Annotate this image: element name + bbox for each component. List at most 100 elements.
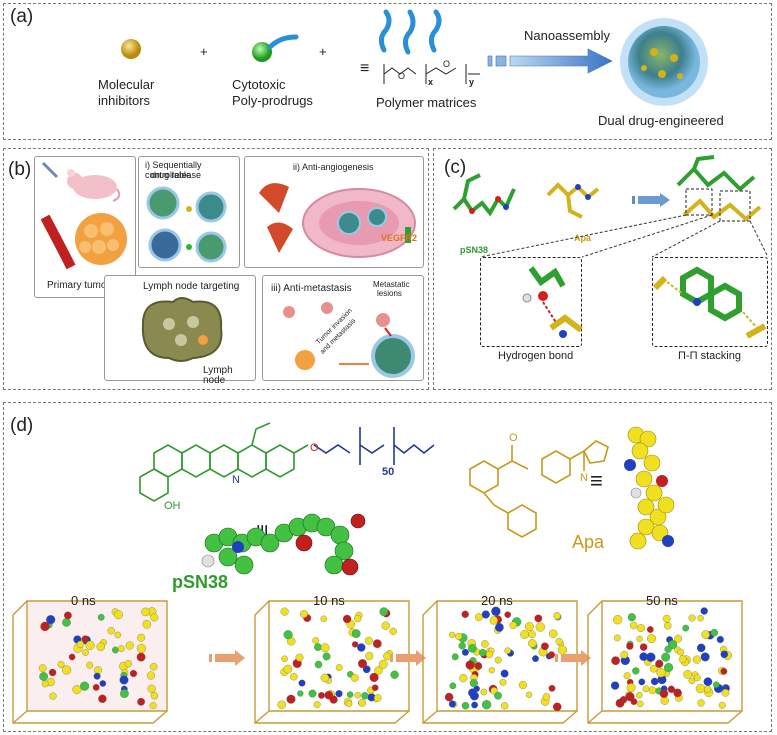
panel-c-label: (c) xyxy=(444,157,467,178)
md-atom xyxy=(710,628,719,637)
panel-a: (a) Molecular inhibitors + Cytotoxic Pol… xyxy=(3,3,772,140)
md-atom xyxy=(62,665,72,675)
md-atom xyxy=(656,668,666,678)
md-atom xyxy=(481,610,490,619)
polymer-chains-icon xyxy=(378,9,442,55)
md-atom xyxy=(136,643,146,653)
md-atom xyxy=(112,646,119,654)
md-atom xyxy=(501,702,509,710)
md-atom xyxy=(82,649,89,656)
cell-illustration xyxy=(259,183,416,258)
md-atom xyxy=(365,651,374,661)
md-atom xyxy=(504,647,511,654)
formula-y: y xyxy=(469,77,475,87)
md-atom xyxy=(136,652,146,662)
psn38-spacefill xyxy=(201,513,366,576)
md-atom xyxy=(93,672,101,680)
md-atom xyxy=(40,621,50,632)
md-atom xyxy=(474,613,483,622)
md-atom xyxy=(528,639,537,648)
md-atom xyxy=(703,677,713,687)
md-atom xyxy=(461,701,470,710)
md-atom xyxy=(638,678,646,686)
md-atom xyxy=(342,614,352,624)
md-frame-label-3: 50 ns xyxy=(646,593,678,608)
equiv-apa: ≡ xyxy=(590,468,603,493)
md-atom xyxy=(524,622,534,631)
md-atom xyxy=(471,701,478,709)
md-atom xyxy=(720,667,728,675)
md-atom xyxy=(280,607,289,616)
md-atom xyxy=(695,683,706,694)
md-atom xyxy=(721,688,730,697)
md-atom xyxy=(664,645,672,653)
md-atom xyxy=(455,632,463,640)
md-atom xyxy=(713,681,720,688)
md-atom xyxy=(637,700,644,708)
md-atom xyxy=(46,615,56,625)
panel-b-label: (b) xyxy=(8,159,32,180)
md-atom xyxy=(485,650,494,659)
md-atom xyxy=(639,643,648,651)
md-atom xyxy=(610,681,620,690)
md-atom xyxy=(283,630,293,640)
md-atom xyxy=(541,642,549,651)
md-atom xyxy=(646,652,656,662)
md-atom xyxy=(312,637,320,644)
md-atom xyxy=(373,694,382,702)
panel-b: (b) Primary tumors i) Sequentially contr… xyxy=(3,148,429,390)
plus-sign-2: + xyxy=(319,44,327,59)
hbond-illustration xyxy=(522,266,583,338)
md-atom xyxy=(76,640,85,649)
md-frame-label-0: 0 ns xyxy=(71,593,96,608)
nanoassembly-arrow xyxy=(487,48,613,74)
psn38-stick-model xyxy=(452,173,516,217)
md-atom xyxy=(308,689,317,698)
md-atom xyxy=(38,664,47,673)
pipi-illustration xyxy=(652,266,767,339)
md-atom xyxy=(468,644,477,653)
psn38-n-atom: N xyxy=(232,474,240,486)
apa-spacefill xyxy=(624,426,675,550)
md-atom xyxy=(720,650,729,659)
md-atom xyxy=(137,697,145,706)
anti-angio-label: ii) Anti-angiogenesis xyxy=(293,162,374,172)
md-atom xyxy=(697,699,705,707)
md-atom xyxy=(86,661,94,669)
primary-tumor-illustration xyxy=(40,213,127,270)
md-atom xyxy=(465,660,475,670)
md-atom xyxy=(495,623,504,632)
panel-a-label: (a) xyxy=(10,6,34,27)
metastatic-line1: Metastatic xyxy=(373,280,410,289)
md-atom xyxy=(448,700,456,708)
md-atom xyxy=(141,607,150,617)
md-atom xyxy=(626,642,634,650)
md-atom xyxy=(636,635,643,643)
md-atom xyxy=(372,639,382,649)
md-atom xyxy=(683,670,693,679)
md-atom xyxy=(528,630,536,639)
md-atom xyxy=(646,626,654,633)
pipi-inset xyxy=(652,257,768,347)
md-atom xyxy=(542,693,551,701)
md-atom xyxy=(358,699,367,707)
nanoassembly-label: Nanoassembly xyxy=(524,28,610,43)
md-atom xyxy=(49,692,57,700)
md-atom xyxy=(379,607,389,617)
md-atom xyxy=(320,643,330,653)
md-arrow-2 xyxy=(555,650,591,666)
md-atom xyxy=(637,624,645,633)
hbond-inset xyxy=(480,257,583,347)
md-atom xyxy=(636,691,643,699)
md-atom xyxy=(630,698,638,705)
tumor-box: Primary tumors xyxy=(34,156,136,298)
md-atom xyxy=(494,656,502,664)
md-atom xyxy=(277,700,286,710)
md-frame-1 xyxy=(254,600,410,724)
md-atom xyxy=(649,664,658,673)
release-particles xyxy=(146,186,227,263)
md-atom xyxy=(491,606,501,616)
md-atom xyxy=(389,627,397,635)
metastasis-box: iii) Anti-metastasis Metastatic lesions … xyxy=(262,275,424,381)
md-atom xyxy=(682,624,690,632)
